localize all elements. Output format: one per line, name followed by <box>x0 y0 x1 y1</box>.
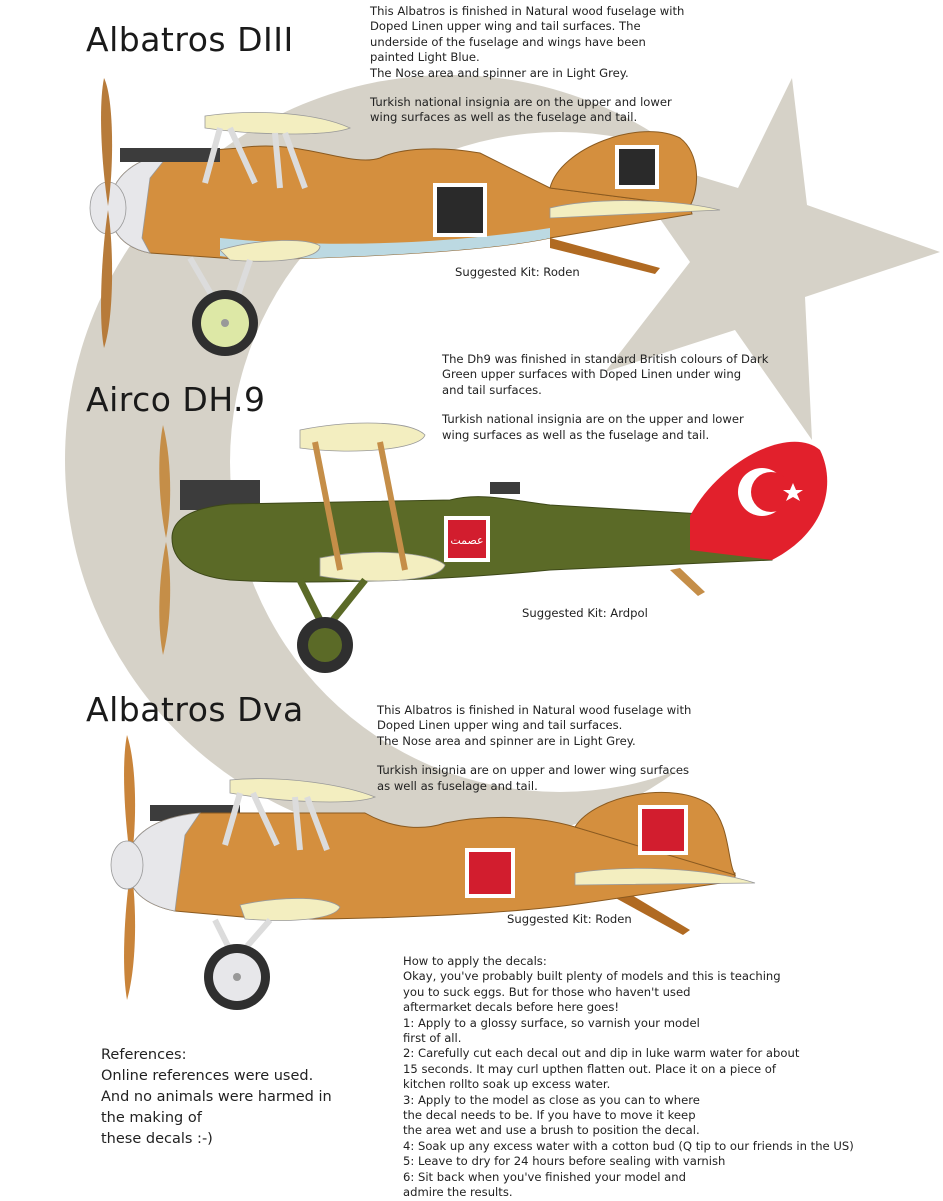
suggested-kit-albatros-diii: Suggested Kit: Roden <box>455 265 580 279</box>
tail-insignia <box>619 149 655 185</box>
description-line: This Albatros is finished in Natural woo… <box>377 703 692 717</box>
fuselage-insignia <box>437 187 483 233</box>
instructions-heading: How to apply the decals: <box>403 954 547 968</box>
albatros-diii-profile <box>89 78 721 356</box>
instructions-line: 1: Apply to a glossy surface, so varnish… <box>403 1015 700 1030</box>
description-line: wing surfaces as well as the fuselage an… <box>442 427 710 442</box>
aircraft-description-albatros-diii: This Albatros is finished in Natural woo… <box>370 4 700 126</box>
tail-insignia <box>642 809 684 851</box>
instructions-line: first of all. <box>403 1031 462 1046</box>
instructions-line: admire the results. <box>403 1185 513 1200</box>
instructions-line: the area wet and use a brush to position… <box>403 1123 700 1138</box>
star-shape <box>605 78 940 440</box>
description-line: Turkish national insignia are on the upp… <box>370 95 672 110</box>
instructions-line: aftermarket decals before here goes! <box>403 1000 620 1015</box>
albatros-dva-profile <box>110 735 756 1010</box>
instructions-line: 2: Carefully cut each decal out and dip … <box>403 1046 800 1061</box>
aircraft-title-albatros-dva: Albatros Dva <box>86 690 304 729</box>
description-line: This Albatros is finished in Natural woo… <box>370 4 685 18</box>
description-line: Doped Linen upper wing and tail surfaces… <box>377 718 623 733</box>
instructions-line: 4: Soak up any excess water with a cotto… <box>403 1138 854 1153</box>
references-section: References: Online references were used.… <box>101 1045 351 1150</box>
instructions-line: 3: Apply to the model as close as you ca… <box>403 1092 700 1107</box>
description-line: painted Light Blue. <box>370 50 480 65</box>
description-line: The Nose area and spinner are in Light G… <box>370 65 629 80</box>
aircraft-description-albatros-dva: This Albatros is finished in Natural woo… <box>377 703 707 794</box>
description-line: Doped Linen upper wing and tail surfaces… <box>370 19 641 34</box>
instructions-line: 15 seconds. It may curl upthen flatten o… <box>403 1061 776 1076</box>
references-line: And no animals were harmed in <box>101 1089 332 1105</box>
decal-instructions-section: How to apply the decals: Okay, you've pr… <box>403 954 873 1201</box>
aircraft-title-airco-dh9: Airco DH.9 <box>86 380 266 419</box>
references-heading: References: <box>101 1047 187 1063</box>
description-line: Turkish national insignia are on the upp… <box>442 412 744 427</box>
airco-dh9-profile: عصمت <box>159 422 828 673</box>
suggested-kit-airco-dh9: Suggested Kit: Ardpol <box>522 606 648 620</box>
aircraft-description-airco-dh9: The Dh9 was finished in standard British… <box>442 352 782 443</box>
description-line: The Dh9 was finished in standard British… <box>442 352 769 366</box>
instructions-line: 6: Sit back when you've finished your mo… <box>403 1169 686 1184</box>
aircraft-title-albatros-diii: Albatros DIII <box>86 20 294 59</box>
instructions-line: the decal needs to be. If you have to mo… <box>403 1108 696 1123</box>
instructions-line: Okay, you've probably built plenty of mo… <box>403 969 781 984</box>
fuselage-insignia <box>448 520 486 558</box>
description-line: underside of the fuselage and wings have… <box>370 34 646 49</box>
description-line: The Nose area and spinner are in Light G… <box>377 733 636 748</box>
suggested-kit-albatros-dva: Suggested Kit: Roden <box>507 912 632 926</box>
fuselage-marking-text: عصمت <box>450 534 483 547</box>
references-line: the making of <box>101 1110 202 1126</box>
instructions-line: kitchen rollto soak up excess water. <box>403 1077 611 1092</box>
description-line: Green upper surfaces with Doped Linen un… <box>442 367 742 382</box>
instructions-line: 5: Leave to dry for 24 hours before seal… <box>403 1154 726 1169</box>
description-line: and tail surfaces. <box>442 382 542 397</box>
instructions-line: you to suck eggs. But for those who have… <box>403 984 691 999</box>
fuselage-insignia <box>469 852 511 894</box>
references-line: Online references were used. <box>101 1068 314 1084</box>
description-line: wing surfaces as well as the fuselage an… <box>370 110 638 125</box>
description-line: as well as fuselage and tail. <box>377 778 538 793</box>
description-line: Turkish insignia are on upper and lower … <box>377 763 690 778</box>
references-line: these decals :-) <box>101 1131 213 1147</box>
description-spacer <box>442 398 782 412</box>
